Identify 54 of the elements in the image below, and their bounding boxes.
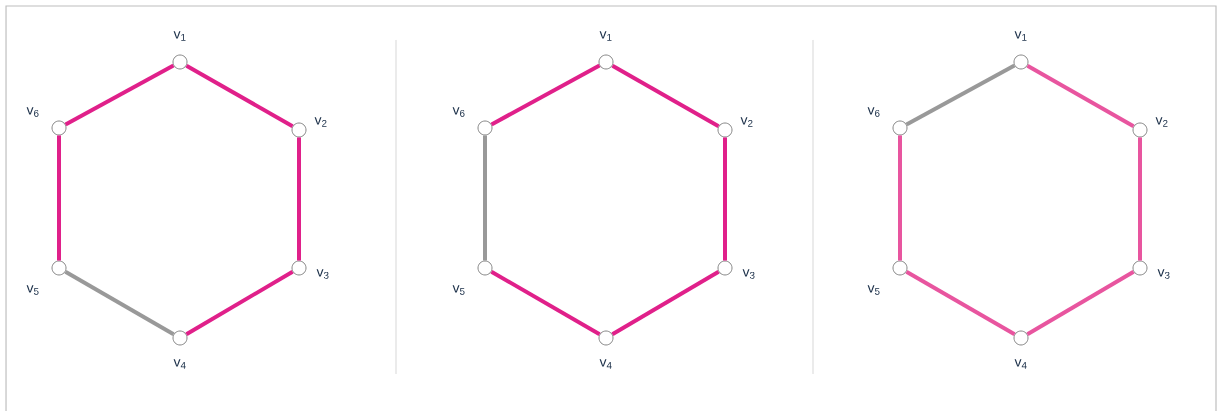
edge-line [905, 63, 1016, 127]
vertex-circle [172, 54, 188, 70]
vertex-circle [717, 260, 733, 276]
edge-line [297, 137, 301, 261]
vertex-label: v$_{1}$ [599, 31, 612, 41]
vertex-label: v$_{6}$ [26, 107, 39, 117]
vertex-label: v$_{5}$ [26, 285, 39, 295]
edge-line [1026, 63, 1135, 129]
vertex-circle [51, 260, 67, 276]
edge-line [490, 63, 601, 127]
vertex-label: v$_{1}$ [1014, 31, 1027, 41]
vertex-circle [477, 260, 493, 276]
vertex-circle [51, 120, 67, 136]
vertex-circle [598, 330, 614, 346]
vertex-label: v$_{3}$ [1157, 269, 1170, 279]
vertex-label: v$_{4}$ [599, 359, 612, 369]
vertex-circle [1013, 330, 1029, 346]
vertex-label: v$_{2}$ [314, 117, 327, 127]
edge-line [611, 270, 720, 336]
edge-line [483, 135, 487, 261]
edge-line [185, 270, 294, 336]
edge-line [490, 269, 601, 336]
vertex-label: v$_{4}$ [173, 359, 186, 369]
vertex-circle [892, 120, 908, 136]
edge-line [64, 269, 175, 336]
edge-line [898, 135, 902, 261]
edge-line [57, 135, 61, 261]
vertex-circle [291, 122, 307, 138]
edge-line [185, 63, 294, 129]
edge-line [1138, 137, 1142, 261]
vertex-circle [1013, 54, 1029, 70]
vertex-circle [892, 260, 908, 276]
vertex-label: v$_{2}$ [1155, 117, 1168, 127]
vertex-label: v$_{3}$ [316, 269, 329, 279]
edge-line [611, 63, 720, 129]
vertex-label: v$_{1}$ [173, 31, 186, 41]
edge-line [905, 269, 1016, 336]
vertex-circle [598, 54, 614, 70]
vertex-label: v$_{6}$ [867, 107, 880, 117]
vertex-circle [172, 330, 188, 346]
vertex-label: v$_{4}$ [1014, 359, 1027, 369]
vertex-label: v$_{3}$ [742, 269, 755, 279]
vertex-circle [1132, 260, 1148, 276]
edge-line [1026, 270, 1135, 336]
vertex-circle [717, 122, 733, 138]
vertex-circle [477, 120, 493, 136]
vertex-label: v$_{5}$ [452, 285, 465, 295]
vertex-label: v$_{5}$ [867, 285, 880, 295]
vertex-circle [291, 260, 307, 276]
vertex-label: v$_{2}$ [740, 117, 753, 127]
edge-line [723, 137, 727, 261]
edge-line [64, 63, 175, 127]
vertex-circle [1132, 122, 1148, 138]
vertex-label: v$_{6}$ [452, 107, 465, 117]
